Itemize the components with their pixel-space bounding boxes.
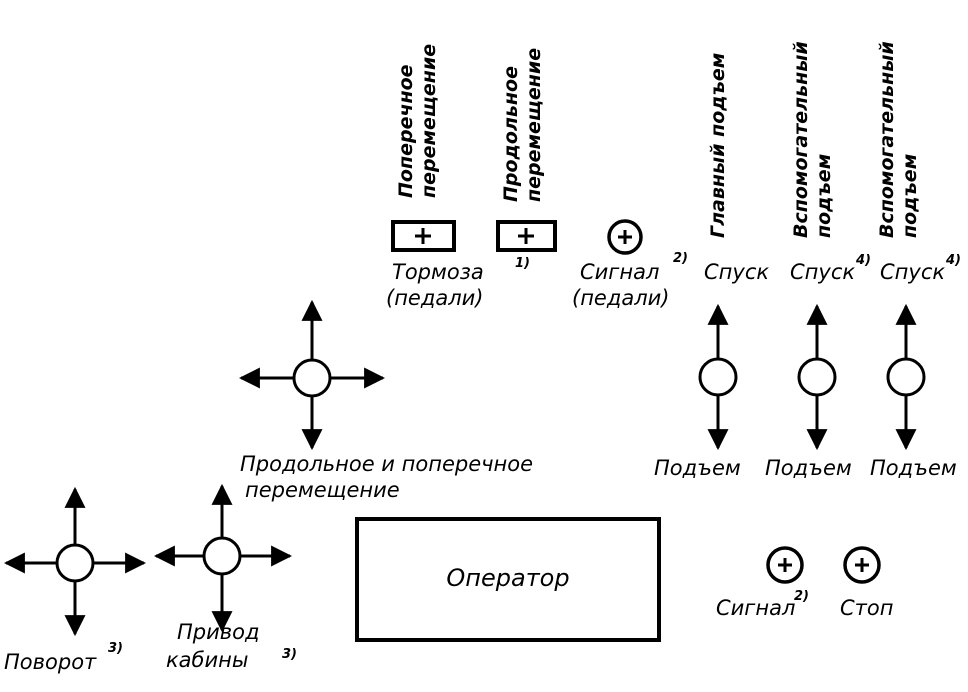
slew-label: Поворот (4, 650, 97, 674)
travel-joystick-sublabel: перемещение (245, 478, 400, 502)
down-label-aux2: Спуск (880, 260, 946, 284)
brakes-sublabel: (педали) (386, 286, 484, 310)
operator-box (355, 517, 661, 642)
long-travel-label: Продольное перемещение (500, 48, 546, 202)
label-line: Вспомогательный (876, 41, 898, 238)
aux-hoist-lever-2 (886, 303, 926, 451)
up-label-aux2: Подъем (870, 456, 957, 480)
brake-pedal-right (496, 220, 557, 252)
signal-pedal-label: Сигнал (580, 260, 660, 284)
aux-hoist-1-label: Вспомогательный подъем (790, 41, 836, 238)
signal-button-note: 2) (794, 589, 809, 604)
label-line: подъем (813, 153, 835, 238)
cab-drive-label: Привод (177, 620, 260, 644)
up-label-aux1: Подъем (765, 456, 852, 480)
cab-drive-sublabel: кабины (166, 648, 249, 672)
cab-drive-joystick (153, 483, 293, 633)
label-line: Вспомогательный (790, 41, 812, 238)
label-line: Главный подъем (707, 52, 729, 238)
signal-button (766, 546, 804, 584)
down-note-aux2: 4) (946, 253, 961, 268)
down-label-main: Спуск (704, 260, 770, 284)
aux-hoist-2-label: Вспомогательный подъем (876, 41, 922, 238)
signal-pedal-sublabel: (педали) (572, 286, 670, 310)
signal-pedal-note: 2) (673, 251, 688, 266)
signal-button-label: Сигнал (716, 596, 796, 620)
label-line: Продольное (500, 66, 522, 202)
up-label-main: Подъем (654, 456, 741, 480)
travel-joystick-label: Продольное и поперечное (240, 452, 534, 476)
label-line: перемещение (418, 43, 440, 198)
operator-label: Оператор (446, 564, 570, 592)
aux-hoist-lever-1 (797, 303, 837, 451)
cross-travel-label: Поперечное перемещение (395, 44, 441, 198)
cab-drive-note: 3) (282, 647, 297, 662)
stop-button-label: Стоп (840, 596, 894, 620)
slew-note: 3) (108, 641, 123, 656)
main-hoist-label: Главный подъем (707, 53, 730, 238)
label-line: подъем (899, 153, 921, 238)
brakes-note: 1) (515, 256, 530, 271)
down-note-aux1: 4) (856, 253, 871, 268)
down-label-aux1: Спуск (790, 260, 856, 284)
travel-joystick (238, 299, 386, 451)
main-hoist-lever (698, 303, 738, 451)
label-line: перемещение (523, 47, 545, 202)
stop-button (843, 546, 881, 584)
signal-pedal (607, 219, 643, 255)
brakes-label: Тормоза (392, 260, 484, 284)
brake-pedal-left (391, 220, 456, 252)
slew-joystick (3, 486, 147, 637)
label-line: Поперечное (395, 64, 417, 198)
